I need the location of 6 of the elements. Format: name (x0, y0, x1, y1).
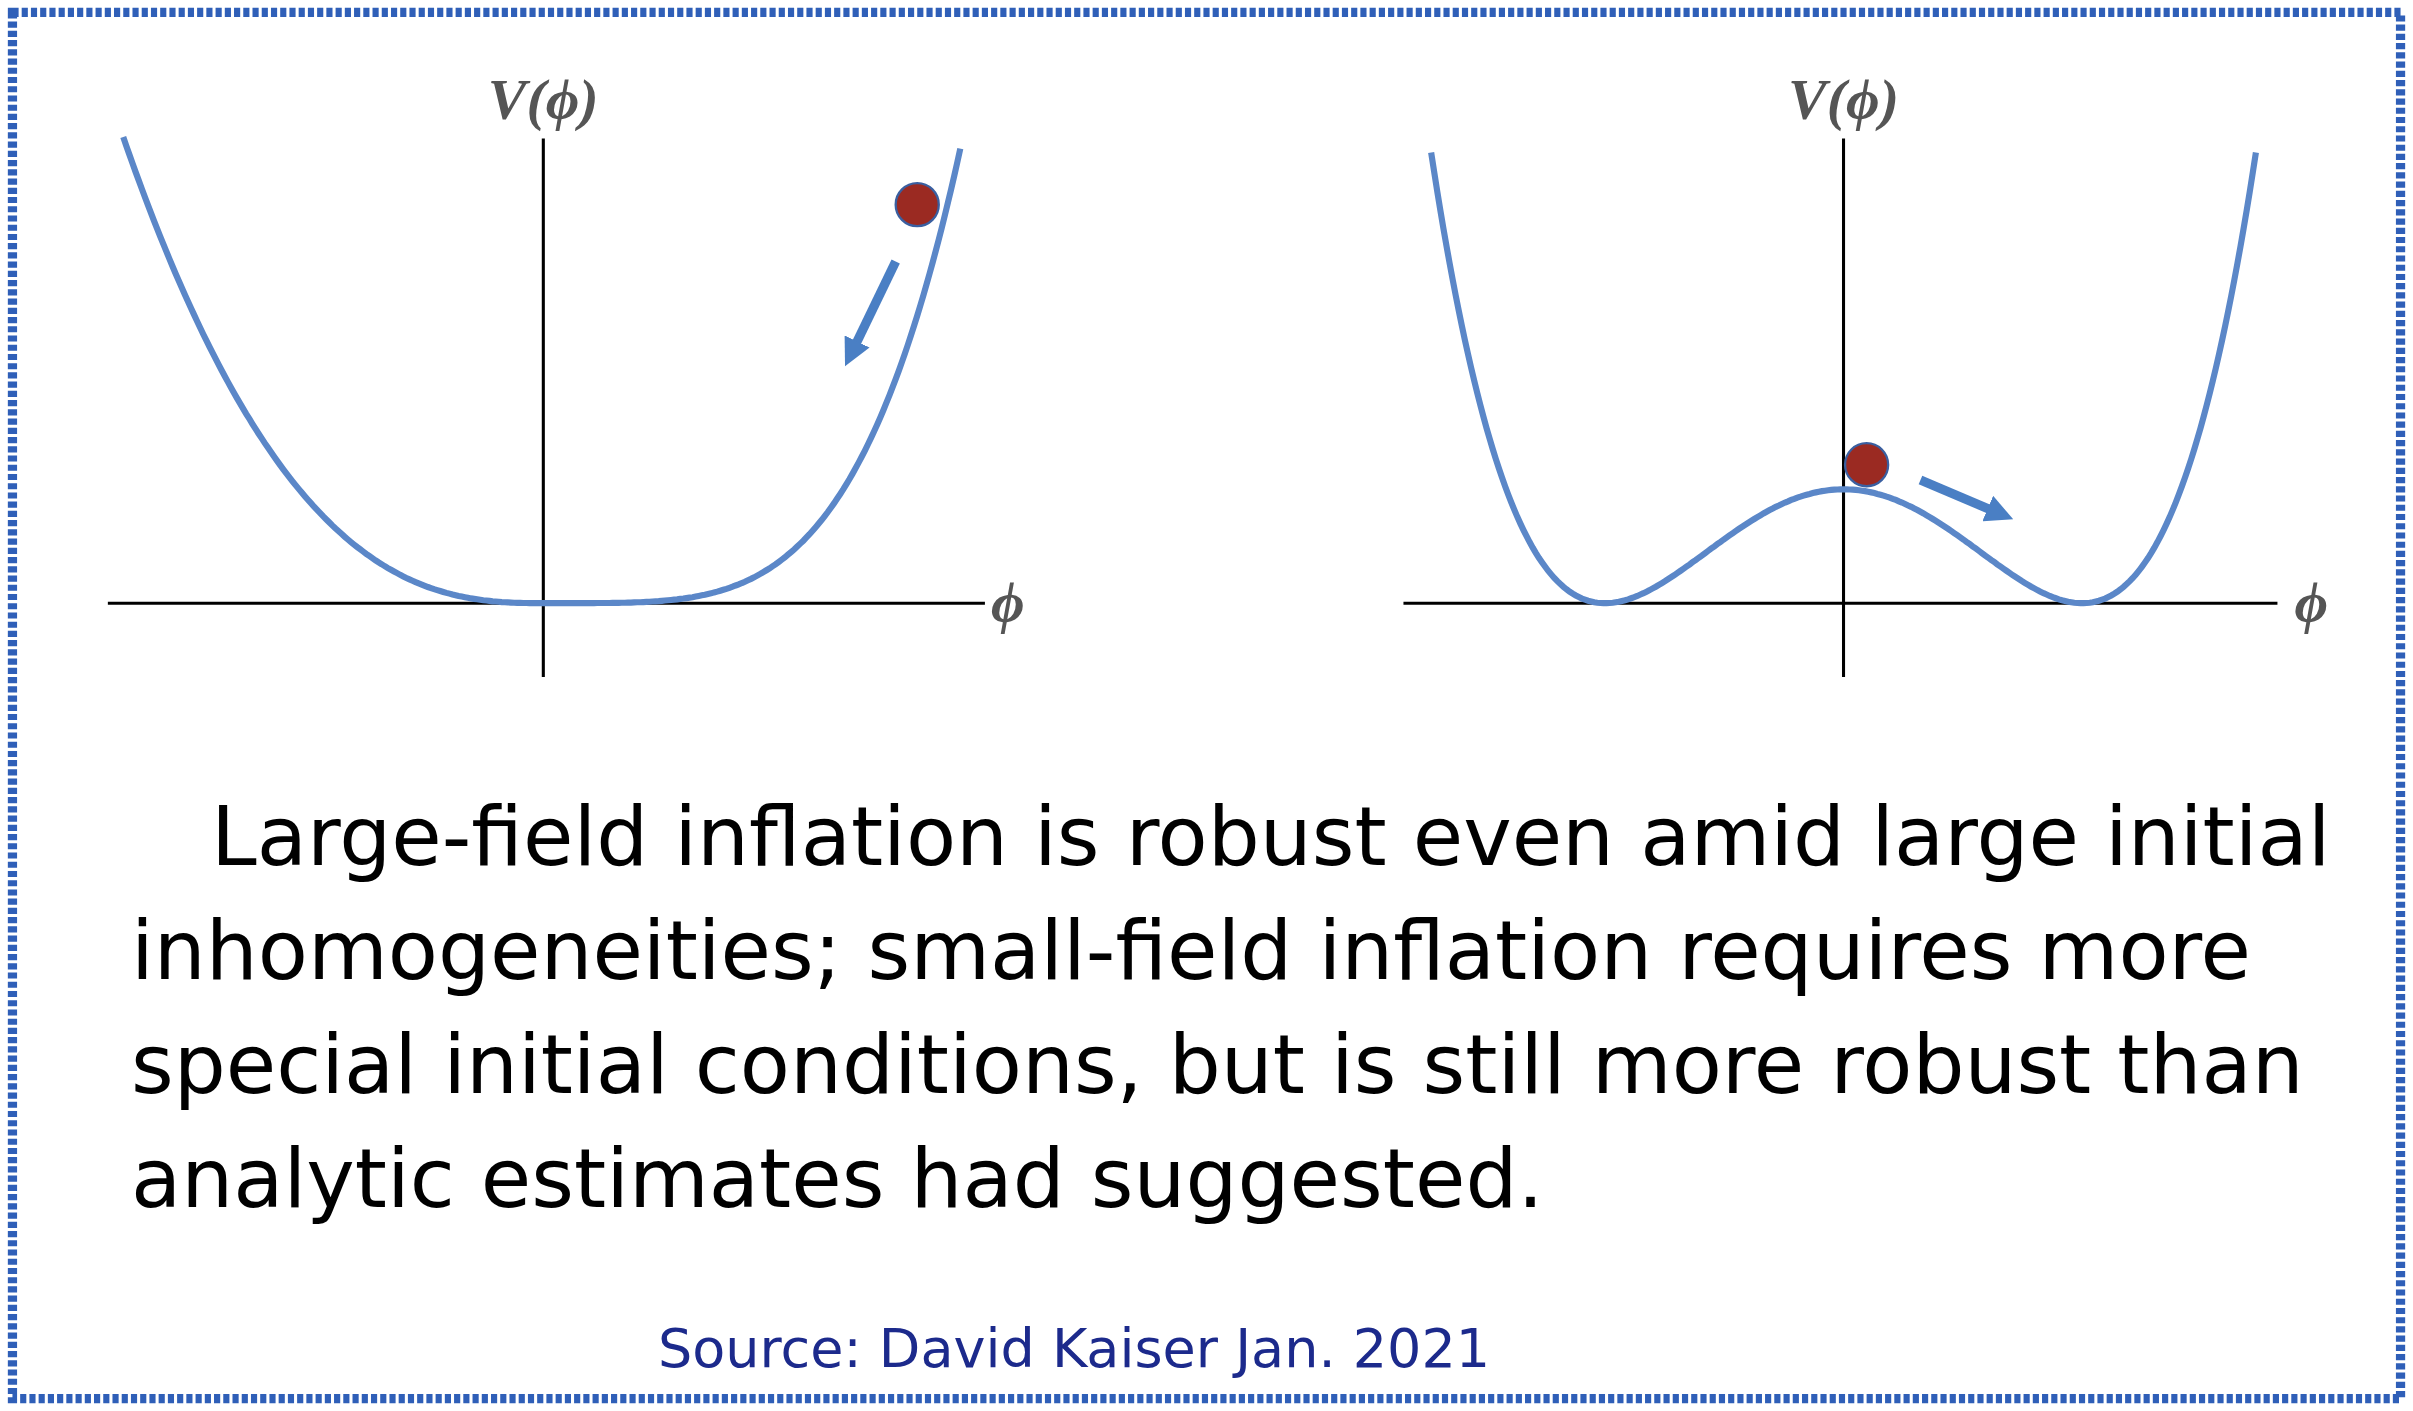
source-text: Source: David Kaiser Jan. 2021 (658, 1322, 1491, 1376)
axis-label: ϕ (990, 574, 1025, 633)
axis-label: ϕ (2294, 574, 2328, 633)
caption-text: Large-field inflation is robust even amid large initial inhomogeneities; small-field inflation requires more special initial conditions, but is still more robust than analytic estimates had suggested. (131, 788, 2331, 1228)
axis-label: V(ϕ) (487, 71, 599, 129)
axis-label: V(ϕ) (1788, 71, 1899, 129)
